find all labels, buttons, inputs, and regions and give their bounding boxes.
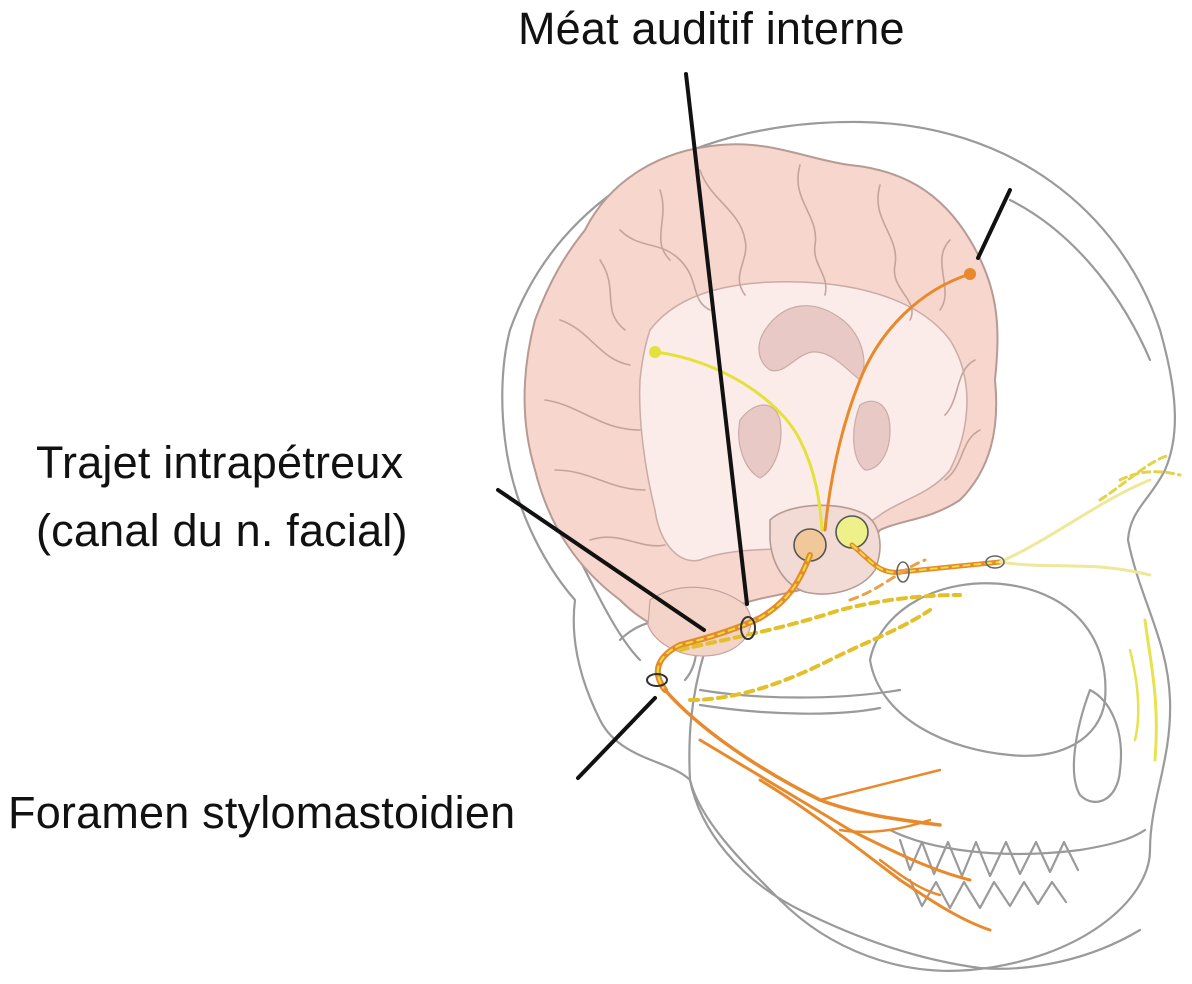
facial-motor-origin: [964, 268, 976, 280]
mandible: [690, 780, 1140, 969]
leader-cortex: [978, 190, 1010, 258]
nasal-aperture: [1074, 690, 1121, 802]
intermedius-origin: [649, 346, 661, 358]
orbit-outline: [870, 583, 1105, 755]
brain: [524, 144, 997, 656]
leader-stylomastoid: [578, 698, 655, 778]
label-stylomastoid-foramen: Foramen stylomastoidien: [8, 790, 515, 835]
label-facial-canal: (canal du n. facial): [36, 508, 408, 553]
label-intrapetrous-course: Trajet intrapétreux: [36, 440, 403, 485]
label-internal-auditory-meatus: Méat auditif interne: [518, 6, 905, 51]
upper-teeth: [900, 840, 1078, 876]
